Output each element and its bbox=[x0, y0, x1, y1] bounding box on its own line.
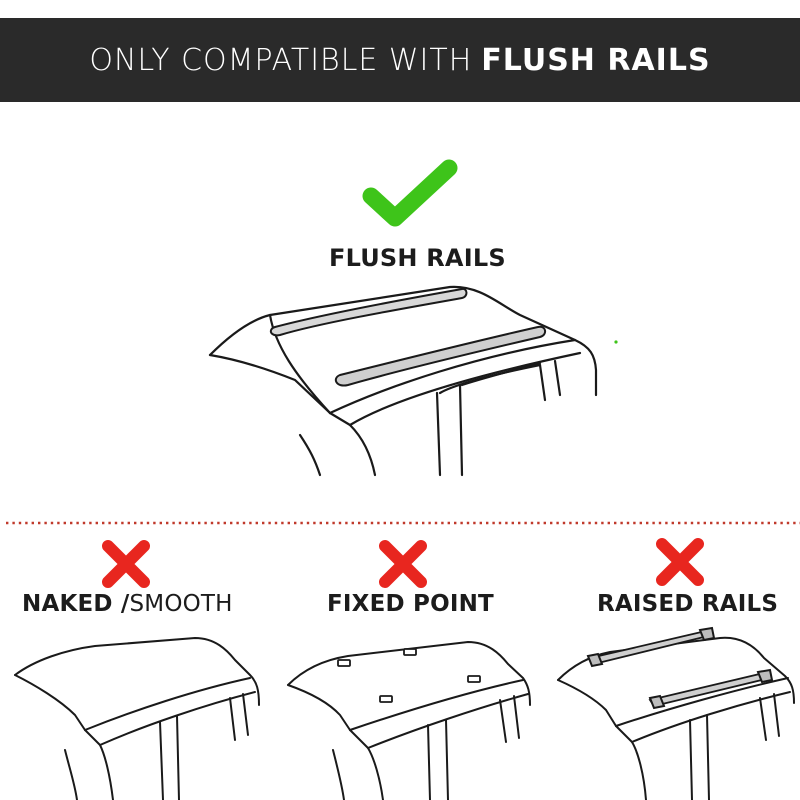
banner-emphasis: FLUSH RAILS bbox=[481, 42, 711, 78]
cross-icon bbox=[102, 540, 150, 588]
smooth-label: SMOOTH bbox=[129, 591, 233, 617]
section-divider bbox=[6, 521, 800, 525]
cross-icon bbox=[379, 540, 427, 588]
checkmark-icon bbox=[362, 159, 458, 227]
fixed-point-car-illustration bbox=[287, 641, 531, 800]
raised-rails-label: RAISED RAILS bbox=[597, 591, 779, 617]
naked-roof-car-illustration bbox=[14, 637, 260, 800]
banner-prefix: ONLY COMPATIBLE WITH bbox=[89, 42, 473, 78]
flush-rails-label: FLUSH RAILS bbox=[329, 244, 506, 272]
naked-smooth-label: NAKED /SMOOTH bbox=[22, 591, 233, 617]
cross-icon bbox=[656, 538, 704, 586]
flush-rails-car-illustration bbox=[208, 285, 618, 477]
fixed-point-label: FIXED POINT bbox=[327, 591, 494, 617]
naked-label: NAKED / bbox=[22, 591, 130, 617]
raised-rails-car-illustration bbox=[557, 626, 795, 800]
